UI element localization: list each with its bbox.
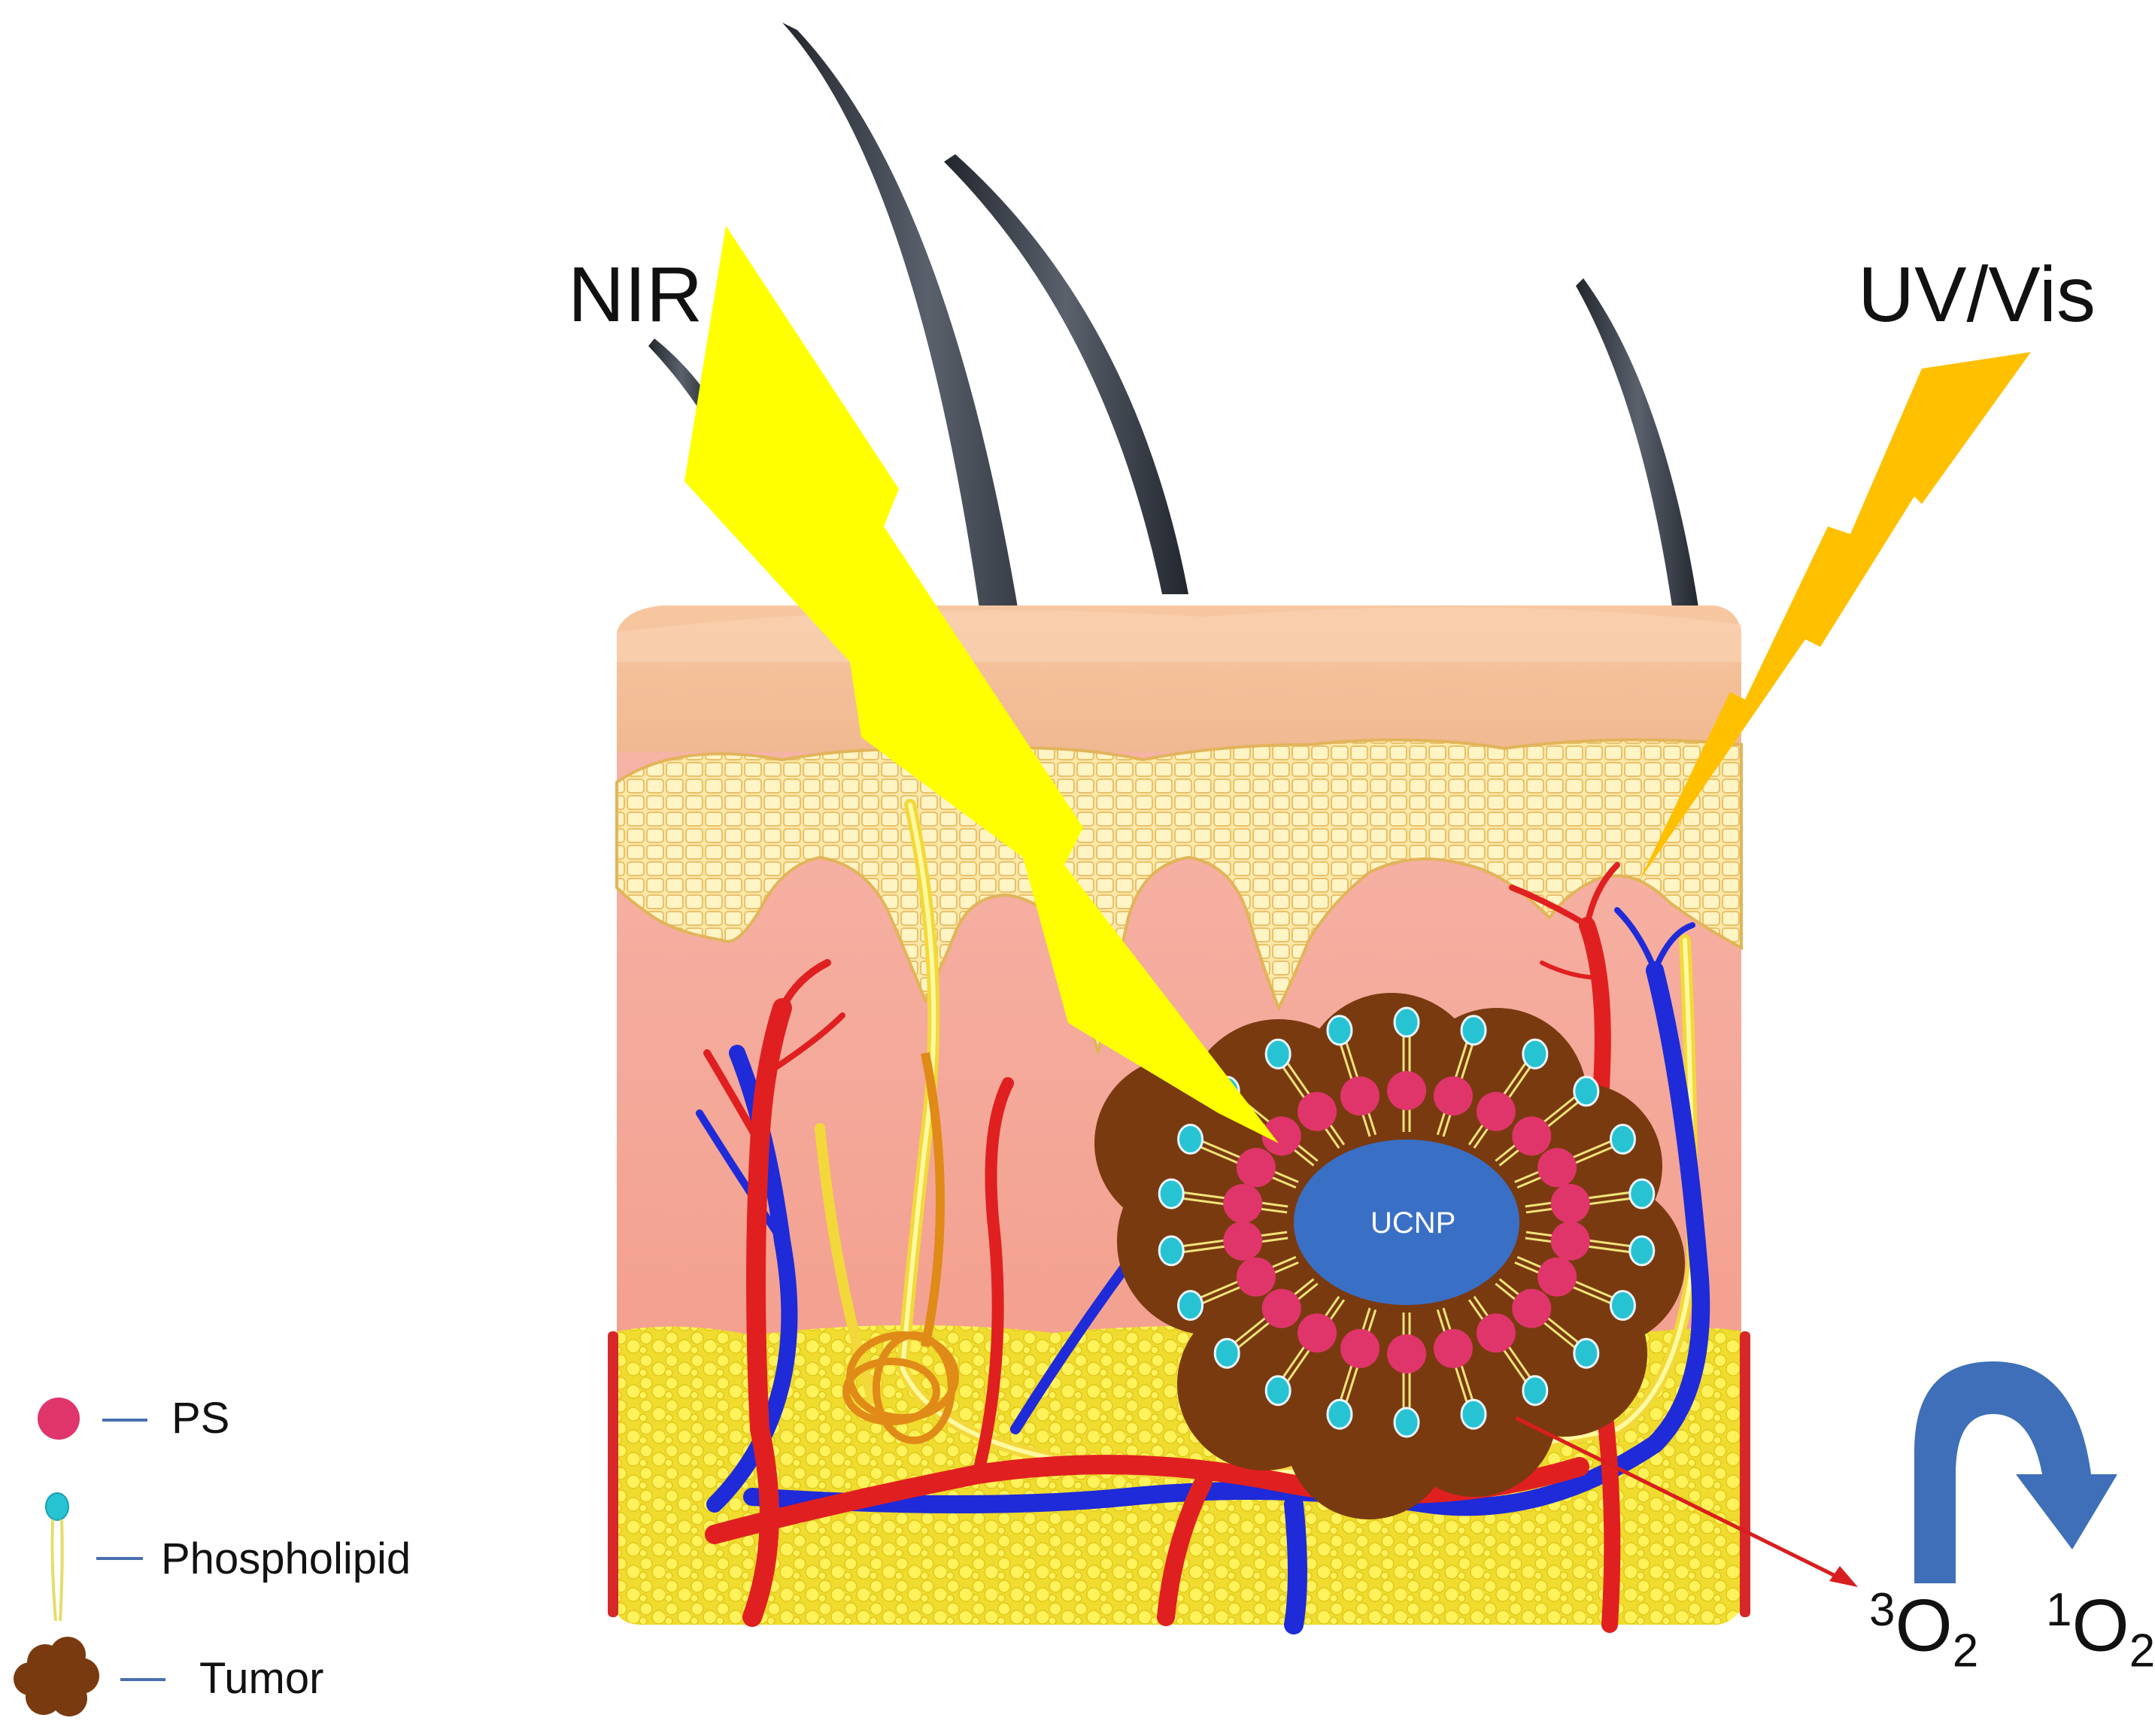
phospholipid-head	[1326, 1398, 1353, 1430]
phospholipid-head	[1264, 1038, 1291, 1070]
ps-bead	[1537, 1257, 1577, 1297]
ps-bead	[1298, 1313, 1337, 1353]
legend-ps-icon	[38, 1398, 80, 1440]
ps-bead	[1298, 1091, 1337, 1131]
ucnp-core	[1294, 1140, 1519, 1305]
legend-phospholipid-label: Phospholipid	[161, 1534, 411, 1583]
ps-bead	[1512, 1116, 1552, 1156]
reaction-arrow	[1514, 1416, 1858, 1587]
phospholipid-head	[1177, 1123, 1204, 1155]
phospholipid-head	[1326, 1015, 1353, 1046]
phospholipid-head	[1393, 1006, 1420, 1038]
phospholipid-head	[1460, 1015, 1487, 1046]
ps-bead	[1340, 1328, 1380, 1368]
ps-bead	[1433, 1076, 1473, 1116]
ps-bead	[1476, 1313, 1516, 1353]
cell-layer	[615, 738, 1743, 1054]
nir-label: NIR	[568, 251, 703, 338]
singlet-oxygen-label: 1O2	[2046, 1583, 2155, 1677]
phospholipid-head	[1609, 1123, 1636, 1155]
phospholipid-head	[1628, 1235, 1656, 1267]
nanoparticle-shell	[1158, 1006, 1656, 1438]
curved-arrow-icon	[1914, 1361, 2117, 1583]
ps-bead	[1550, 1184, 1590, 1224]
ucnp-label: UCNP	[1370, 1206, 1456, 1240]
phospholipid-head	[1460, 1398, 1487, 1430]
ps-bead	[1387, 1334, 1426, 1373]
ps-bead	[1537, 1148, 1577, 1188]
ps-bead	[1223, 1184, 1263, 1224]
ps-bead	[1340, 1076, 1380, 1116]
phospholipid-head	[1522, 1375, 1549, 1407]
phospholipid-head	[1158, 1178, 1185, 1209]
ps-bead	[1223, 1221, 1263, 1261]
ps-bead	[1236, 1148, 1276, 1188]
ps-bead	[1261, 1116, 1301, 1156]
ps-bead	[1261, 1288, 1301, 1328]
sweat-gland	[842, 1052, 959, 1444]
legend	[14, 1398, 165, 1716]
uv-lightning-bolt-icon	[1640, 352, 2031, 880]
phospholipid-head	[1213, 1337, 1240, 1369]
ps-bead	[1236, 1257, 1276, 1297]
phospholipid-head	[1522, 1038, 1549, 1070]
triplet-oxygen-label: 3O2	[1869, 1583, 1979, 1677]
phospholipid-head	[1393, 1407, 1420, 1438]
ps-bead	[1550, 1221, 1590, 1261]
ps-bead	[1476, 1091, 1516, 1131]
ps-bead	[1387, 1071, 1426, 1110]
legend-ps-label: PS	[171, 1394, 230, 1443]
nir-lightning-bolt-icon	[684, 226, 1279, 1143]
legend-tumor-label: Tumor	[199, 1654, 324, 1703]
phospholipid-head	[1264, 1375, 1291, 1407]
ps-bead	[1512, 1288, 1552, 1328]
legend-phospholipid-icon	[45, 1492, 69, 1622]
phospholipid-head	[1573, 1076, 1600, 1107]
legend-tumor-icon	[14, 1637, 99, 1716]
ps-bead	[1433, 1328, 1473, 1368]
phospholipid-head	[1177, 1290, 1204, 1322]
phospholipid-head	[1573, 1337, 1600, 1369]
phospholipid-head	[1628, 1178, 1656, 1209]
phospholipid-head	[1158, 1235, 1185, 1267]
uv-vis-label: UV/Vis	[1858, 251, 2096, 338]
phospholipid-head	[1609, 1290, 1636, 1322]
